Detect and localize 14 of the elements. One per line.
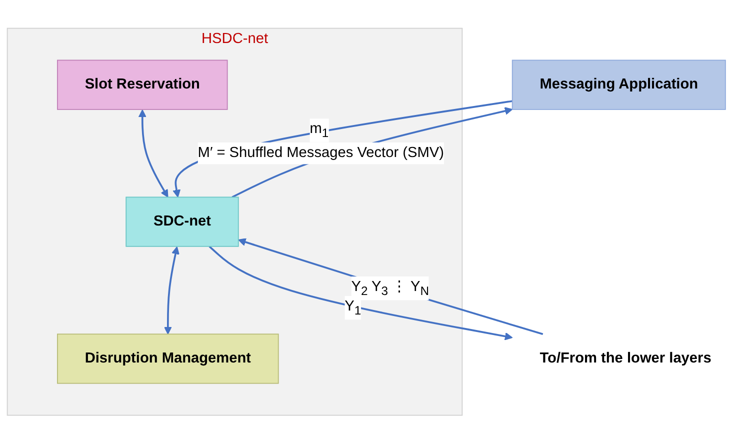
edge-label: m$_{1}$	[310, 121, 329, 140]
node-box: SDC-net	[126, 196, 239, 247]
node-text: To/From the lower layers	[540, 350, 712, 366]
arrow	[164, 246, 180, 334]
edge-label: Y$_{1}$	[344, 298, 362, 317]
arrow	[232, 106, 513, 198]
arrow	[238, 238, 544, 335]
edge-label: Y$_{2}$ Y$_{3}$ ⋮ Y$_{N}$	[351, 279, 430, 298]
arrow	[208, 245, 513, 340]
edge-label: M′ = Shuffled Messages Vector (SMV)	[198, 144, 444, 160]
node-box: Disruption Management	[57, 333, 279, 384]
arrow	[138, 109, 168, 198]
node-box: Slot Reservation	[57, 59, 228, 110]
node-box: Messaging Application	[512, 59, 726, 110]
